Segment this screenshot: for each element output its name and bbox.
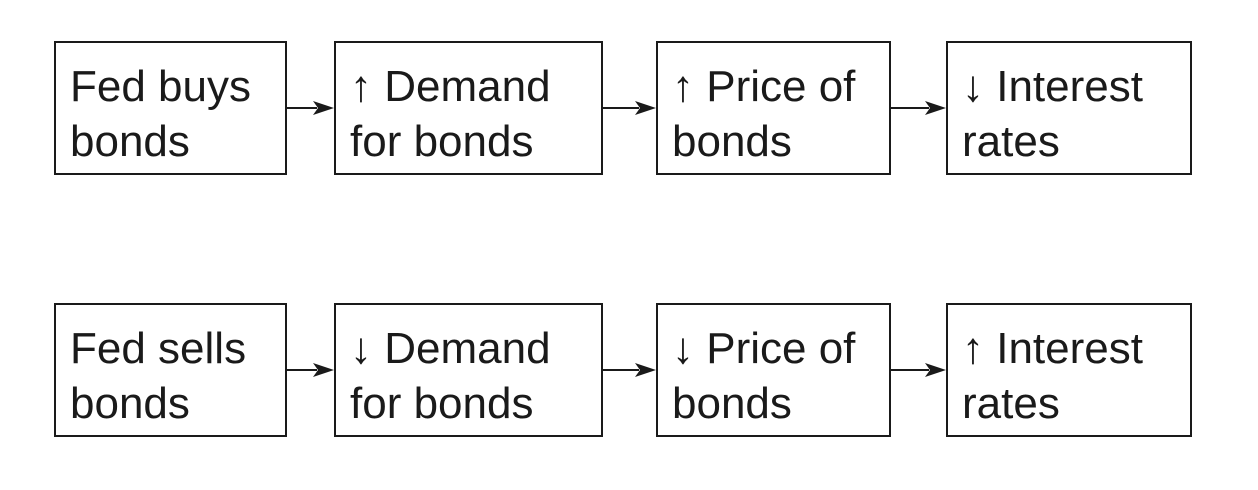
node-price-of-bonds-up: ↑ Price of bonds (656, 41, 891, 175)
node-text: ↓ Interest rates (962, 59, 1143, 169)
node-line-2: bonds (672, 379, 792, 428)
node-text: ↓ Demand for bonds (350, 321, 551, 431)
right-arrow-icon (603, 97, 656, 119)
node-text: Fed buys bonds (70, 59, 251, 169)
right-arrow-icon (891, 97, 946, 119)
right-arrow-icon (891, 359, 946, 381)
right-arrow-icon (287, 359, 334, 381)
node-text: Fed sells bonds (70, 321, 246, 431)
node-line-1: ↑ Price of (672, 62, 856, 111)
node-line-2: for bonds (350, 117, 534, 166)
node-demand-for-bonds-down: ↓ Demand for bonds (334, 303, 603, 437)
node-interest-rates-down: ↓ Interest rates (946, 41, 1192, 175)
flow-row-fed-sells: Fed sells bonds ↓ Demand for bonds ↓ Pri… (0, 303, 1258, 437)
node-line-1: ↓ Price of (672, 324, 856, 373)
right-arrow-icon (287, 97, 334, 119)
node-line-2: bonds (672, 117, 792, 166)
node-line-2: bonds (70, 117, 190, 166)
node-fed-buys-bonds: Fed buys bonds (54, 41, 287, 175)
node-line-2: for bonds (350, 379, 534, 428)
node-line-1: ↑ Interest (962, 324, 1143, 373)
node-text: ↓ Price of bonds (672, 321, 855, 431)
node-line-2: bonds (70, 379, 190, 428)
right-arrow-icon (603, 359, 656, 381)
node-line-1: ↓ Interest (962, 62, 1143, 111)
node-line-1: ↑ Demand (350, 62, 551, 111)
node-interest-rates-up: ↑ Interest rates (946, 303, 1192, 437)
node-line-1: Fed buys (70, 62, 251, 111)
node-line-2: rates (962, 379, 1060, 428)
node-text: ↑ Demand for bonds (350, 59, 551, 169)
node-line-1: ↓ Demand (350, 324, 551, 373)
node-fed-sells-bonds: Fed sells bonds (54, 303, 287, 437)
node-line-2: rates (962, 117, 1060, 166)
node-price-of-bonds-down: ↓ Price of bonds (656, 303, 891, 437)
node-line-1: Fed sells (70, 324, 247, 373)
node-text: ↑ Interest rates (962, 321, 1143, 431)
node-demand-for-bonds-up: ↑ Demand for bonds (334, 41, 603, 175)
flow-row-fed-buys: Fed buys bonds ↑ Demand for bonds ↑ Pric… (0, 41, 1258, 175)
node-text: ↑ Price of bonds (672, 59, 855, 169)
